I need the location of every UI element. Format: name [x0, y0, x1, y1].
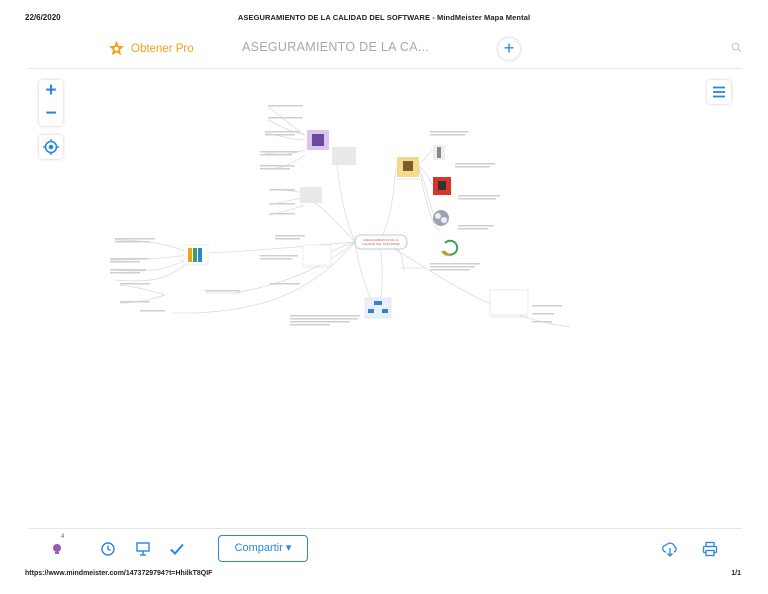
bottom-toolbar: 4 Compartir ▾: [28, 528, 742, 569]
print-url: https://www.mindmeister.com/1473729794?t…: [25, 570, 213, 577]
svg-text:ASEGURAMIENTO DE LA: ASEGURAMIENTO DE LA: [363, 238, 399, 242]
get-pro-label: Obtener Pro: [131, 42, 194, 55]
hamburger-icon: [713, 86, 725, 98]
notification-badge: 4: [61, 534, 65, 540]
zoom-controls: + −: [39, 80, 63, 126]
topic-image-node[interactable]: [300, 187, 322, 203]
print-icon[interactable]: [701, 540, 719, 558]
print-page-number: 1/1: [731, 570, 741, 577]
zoom-in-button[interactable]: +: [45, 80, 57, 101]
top-toolbar: Obtener Pro ASEGURAMIENTO DE LA CA... +: [28, 30, 742, 69]
pro-star-icon: [108, 40, 125, 56]
topic-image-node[interactable]: [433, 210, 449, 226]
topic-image-node[interactable]: [441, 239, 459, 257]
central-topic[interactable]: [354, 234, 408, 250]
outline-menu-button[interactable]: [707, 80, 731, 104]
zoom-out-button[interactable]: −: [45, 103, 57, 124]
presentation-icon[interactable]: [134, 540, 152, 558]
print-date: 22/6/2020: [25, 13, 61, 22]
checkmark-icon[interactable]: [168, 540, 186, 558]
print-title: ASEGURAMIENTO DE LA CALIDAD DEL SOFTWARE…: [237, 13, 531, 22]
cloud-download-icon[interactable]: [661, 540, 679, 558]
mind-map-canvas[interactable]: ASEGURAMIENTO DE LA CALIDAD DEL SOFTWARE: [100, 95, 580, 345]
idea-bulb-icon[interactable]: [48, 540, 66, 558]
map-title[interactable]: ASEGURAMIENTO DE LA CA...: [242, 40, 430, 54]
target-icon: [43, 139, 59, 155]
share-button[interactable]: Compartir ▾: [218, 535, 308, 562]
history-icon[interactable]: [99, 540, 117, 558]
add-topic-button[interactable]: +: [498, 38, 520, 60]
topic-image-node[interactable]: [332, 147, 356, 165]
svg-text:CALIDAD DEL SOFTWARE: CALIDAD DEL SOFTWARE: [362, 242, 399, 246]
center-map-button[interactable]: [39, 135, 63, 159]
topic-image-node[interactable]: [489, 289, 529, 316]
get-pro-button[interactable]: Obtener Pro: [108, 40, 194, 57]
search-icon[interactable]: [731, 42, 742, 53]
